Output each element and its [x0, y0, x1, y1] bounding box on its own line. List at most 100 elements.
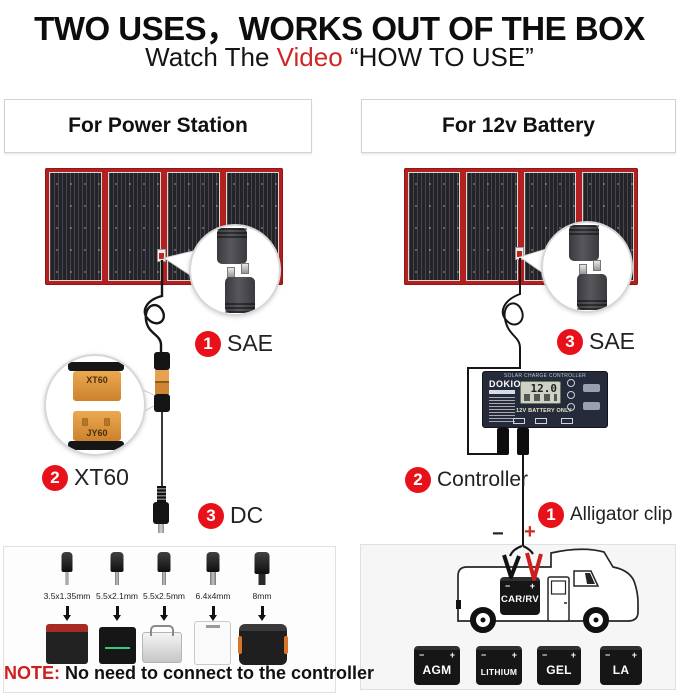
solar-cell	[408, 172, 460, 281]
controller-spec-lines	[489, 397, 515, 424]
battery-agm: AGM	[414, 646, 460, 685]
controller-brand: DOKIO	[489, 379, 522, 389]
page-title: TWO USES，WORKS OUT OF THE BOX	[34, 10, 645, 47]
note-body: No need to connect to the controller	[60, 663, 375, 683]
xt60-cable-housing-bottom	[154, 394, 170, 412]
xt60-connector-top: XT60	[73, 371, 121, 401]
xt60-cable-housing-top	[154, 352, 170, 370]
xt60-pin-hole	[82, 418, 88, 426]
controller-model-bar	[489, 390, 515, 394]
dc-adapter-icon	[252, 552, 272, 588]
solar-cell	[49, 172, 102, 281]
subtitle-prefix: Watch The	[145, 42, 277, 72]
charge-controller: SOLAR CHARGE CONTROLLER DOKIO 12.0 12V B…	[482, 371, 608, 428]
section-title-power-station: For Power Station	[68, 114, 248, 137]
xt60-cap-top	[68, 362, 124, 371]
number-badge: 2	[42, 464, 68, 491]
dc-adapter-icon	[203, 552, 223, 588]
rv-battery-label: CAR/RV	[500, 594, 540, 605]
xt60-cable-orange-body	[155, 370, 169, 394]
down-arrow-icon	[63, 606, 71, 621]
battery-label: GEL	[546, 663, 572, 677]
polarity-minus: −	[492, 523, 504, 545]
controller-button-icon	[567, 403, 575, 411]
label-text: SAE	[227, 330, 274, 356]
battery-label: LITHIUM	[480, 667, 518, 677]
adapter-size-label: 5.5x2.1mm	[95, 591, 139, 601]
controller-lcd: 12.0	[520, 381, 561, 404]
subtitle-video-word: Video	[276, 42, 343, 72]
controller-port-light-icon	[561, 418, 573, 424]
down-arrow-icon	[209, 606, 217, 621]
adapter-size-label: 3.5x1.35mm	[43, 591, 91, 601]
battery-label: AGM	[422, 663, 452, 677]
battery-gel: GEL	[537, 646, 581, 685]
page-subtitle: Watch The Video “HOW TO USE”	[0, 42, 679, 73]
battery-label: LA	[612, 663, 630, 677]
section-header-power-station: For Power Station	[4, 99, 312, 153]
number-badge: 1	[538, 502, 564, 528]
number-badge: 3	[557, 328, 583, 355]
adapter-size-label: 8mm	[252, 591, 272, 601]
label-sae-left: 1 SAE	[195, 330, 273, 357]
sae-contact	[593, 260, 601, 271]
dc-plug	[153, 486, 171, 534]
dc-adapter-icon	[154, 552, 174, 588]
controller-plug-right	[517, 428, 529, 455]
section-title-12v-battery: For 12v Battery	[442, 114, 595, 137]
dc-adapter-icon	[57, 552, 77, 588]
dc-plug-spring	[157, 486, 166, 502]
battery-la: LA	[600, 646, 642, 685]
dc-plug-tip	[158, 524, 164, 533]
sae-connector-icon	[225, 277, 255, 313]
number-badge: 1	[195, 330, 221, 357]
xt60-connector-bottom: JY60	[73, 411, 121, 441]
controller-lcd-value: 12.0	[530, 382, 558, 395]
label-text: Controller	[437, 468, 529, 491]
magnifier-sae-right	[541, 221, 633, 313]
power-station-red	[46, 624, 88, 664]
sae-connector-icon	[577, 274, 607, 310]
label-xt60: 2 XT60	[42, 464, 129, 491]
controller-button-icon	[567, 391, 575, 399]
label-controller: 2 Controller	[405, 467, 528, 493]
magnifier-sae-left	[189, 224, 281, 316]
power-station-tall-white	[194, 621, 231, 665]
controller-load-icon	[583, 402, 600, 410]
label-sae-right: 3 SAE	[557, 328, 635, 355]
power-station-orange-accent	[238, 624, 288, 665]
battery-lithium: LITHIUM	[476, 646, 522, 685]
down-arrow-icon	[113, 606, 121, 621]
sae-connector-icon	[569, 225, 599, 261]
magnifier-xt60: XT60 JY60	[44, 354, 146, 456]
dc-adapter-icon	[107, 552, 127, 588]
solar-cell	[108, 172, 161, 281]
number-badge: 3	[198, 502, 224, 529]
label-alligator-clip: 1 Alligator clip	[538, 502, 672, 528]
xt60-pin-hole	[104, 418, 110, 426]
down-arrow-icon	[160, 606, 168, 621]
solar-cell	[466, 172, 518, 281]
subtitle-suffix: “HOW TO USE”	[342, 42, 534, 72]
sae-connector-icon	[217, 228, 247, 264]
panel-junction-left	[157, 249, 166, 262]
panel-junction-right	[515, 247, 524, 260]
controller-lcd-icons	[524, 394, 557, 401]
power-station-white-handle	[142, 632, 182, 663]
number-badge: 2	[405, 467, 431, 493]
note-text: NOTE: No need to connect to the controll…	[4, 663, 374, 684]
xt60-cap-bottom	[68, 441, 124, 450]
polarity-plus: +	[524, 521, 536, 543]
label-text: XT60	[74, 464, 129, 490]
sae-contact	[241, 263, 249, 274]
label-text: DC	[230, 502, 264, 528]
label-dc: 3 DC	[198, 502, 263, 529]
dc-plug-body	[153, 502, 169, 524]
note-prefix: NOTE:	[4, 663, 60, 683]
label-text: SAE	[589, 328, 636, 354]
power-station-black	[99, 627, 136, 664]
controller-top-text: SOLAR CHARGE CONTROLLER	[503, 373, 587, 379]
controller-plug-left	[497, 428, 509, 455]
controller-port-solar-icon	[513, 418, 525, 424]
